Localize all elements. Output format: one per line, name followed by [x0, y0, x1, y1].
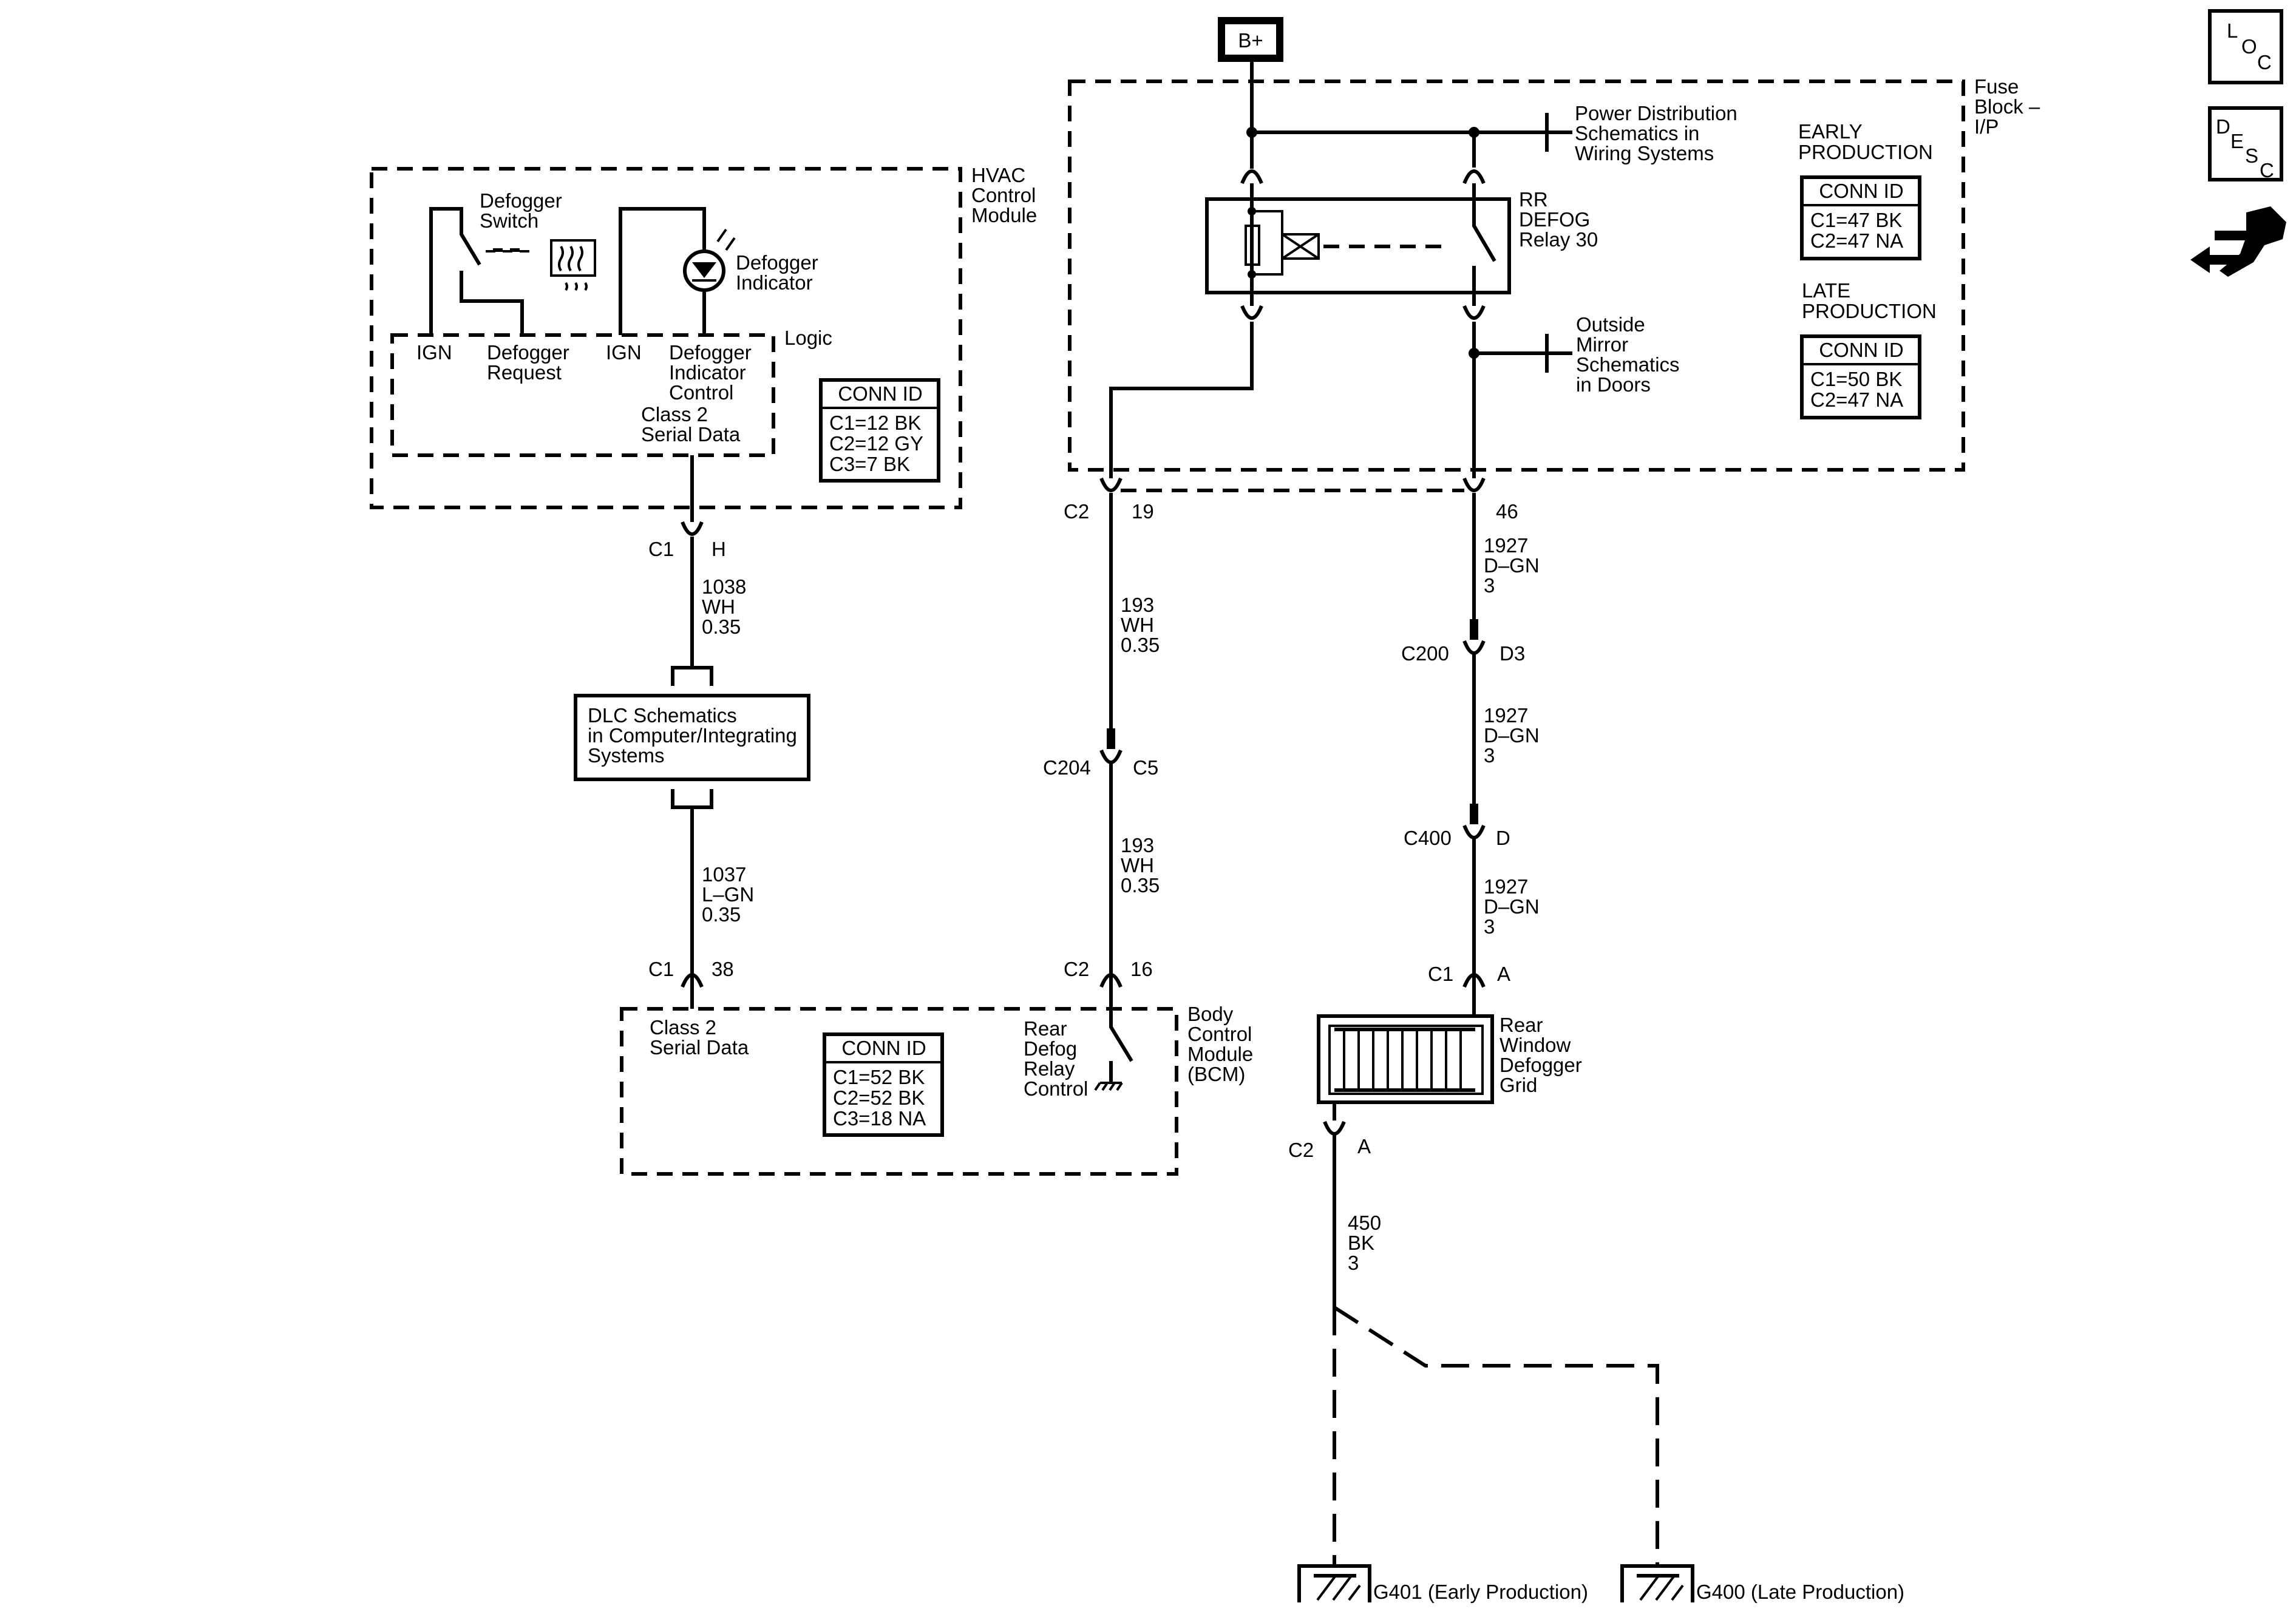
- ground-g400-label: G400 (Late Production): [1696, 1581, 1904, 1603]
- hvac-ign-pin-2: IGN: [606, 341, 642, 364]
- hvac-logic-boundary: [390, 333, 775, 457]
- svg-text:C1=12 BK: C1=12 BK: [829, 412, 921, 434]
- wire-193a-label: 193 WH 0.35: [1121, 594, 1160, 656]
- c200-connector: C200 D3: [1401, 642, 1525, 665]
- wire-193b-label: 193 WH 0.35: [1121, 834, 1160, 897]
- hvac-module-label: HVAC Control Module: [971, 164, 1042, 226]
- power-distribution-ref[interactable]: Power Distribution Schematics in Wiring …: [1575, 102, 1743, 164]
- svg-text:CONN ID: CONN ID: [841, 1037, 926, 1059]
- svg-text:CONN ID: CONN ID: [838, 382, 922, 405]
- hvac-indicator-control-pin: Defogger Indicator Control: [669, 341, 757, 404]
- late-conn-id-table: CONN ID C1=50 BK C2=47 NA: [1800, 334, 1921, 419]
- svg-text:C3=18 NA: C3=18 NA: [833, 1107, 926, 1130]
- hvac-conn-id-table: CONN ID C1=12 BK C2=12 GY C3=7 BK: [819, 378, 940, 483]
- svg-text:CONN ID: CONN ID: [1819, 180, 1903, 202]
- outside-mirror-ref[interactable]: Outside Mirror Schematics in Doors: [1576, 313, 1685, 396]
- wire-1037-label: 1037 L–GN 0.35: [702, 863, 759, 926]
- hvac-request-pin: Defogger Request: [487, 341, 575, 384]
- rear-defrost-icon: [550, 239, 596, 291]
- ground-g401-label: G401 (Early Production): [1373, 1581, 1588, 1603]
- hvac-ign-pin-1: IGN: [416, 341, 452, 364]
- late-production-title: LATE PRODUCTION: [1802, 279, 1937, 322]
- defogger-switch-label: Defogger Switch: [480, 189, 568, 232]
- svg-text:C1=52 BK: C1=52 BK: [833, 1066, 925, 1088]
- svg-text:C2=52 BK: C2=52 BK: [833, 1086, 925, 1109]
- hvac-module-boundary: [370, 167, 962, 509]
- defogger-indicator-label: Defogger Indicator: [736, 251, 824, 294]
- bcm-boundary: [620, 1007, 1178, 1176]
- fuse-block-boundary: [1068, 80, 1965, 472]
- wire-450-label: 450 BK 3: [1348, 1212, 1387, 1274]
- early-conn-id-table: CONN ID C1=47 BK C2=47 NA: [1800, 175, 1921, 260]
- logic-label: Logic: [784, 327, 832, 349]
- wire-1927b-label: 1927 D–GN 3: [1484, 704, 1545, 767]
- desc-letter-d: D: [2216, 115, 2230, 138]
- rr-defog-relay: [1205, 197, 1511, 294]
- loc-nav-button[interactable]: L O C: [2208, 9, 2283, 84]
- wire-1927c-label: 1927 D–GN 3: [1484, 875, 1545, 938]
- desc-nav-button[interactable]: D E S C: [2208, 106, 2283, 181]
- grid-c2-connector: C2 A: [1288, 1135, 1371, 1161]
- dlc-reference-label: DLC Schematics in Computer/Integrating S…: [588, 704, 803, 767]
- wire-1927a-label: 1927 D–GN 3: [1484, 534, 1545, 597]
- loc-letter-o: O: [2241, 35, 2257, 58]
- ground-g400-icon: [1620, 1564, 1694, 1602]
- defogger-switch[interactable]: [429, 207, 534, 335]
- bcm-conn-id-table: CONN ID C1=52 BK C2=52 BK C3=18 NA: [823, 1032, 944, 1137]
- grid-c1-connector: C1 A: [1428, 963, 1510, 985]
- svg-text:C2=47 NA: C2=47 NA: [1810, 229, 1903, 252]
- bcm-label: Body Control Module (BCM): [1187, 1003, 1258, 1085]
- fuse-block-label: Fuse Block – I/P: [1974, 75, 2045, 138]
- hvac-c1-connector: C1 H: [648, 538, 726, 560]
- early-production-title: EARLY PRODUCTION: [1798, 120, 1933, 163]
- bcm-serial-label: Class 2 Serial Data: [650, 1016, 749, 1059]
- desc-letter-s: S: [2245, 144, 2258, 167]
- dlc-reference-box[interactable]: [574, 694, 810, 781]
- b-plus-label: B+: [1238, 29, 1263, 52]
- grid-label: Rear Window Defogger Grid: [1500, 1014, 1588, 1096]
- loc-letter-c: C: [2257, 51, 2272, 73]
- bcm-c1-connector: C1 38: [648, 958, 734, 980]
- desc-letter-e: E: [2230, 130, 2244, 152]
- fb-c2-connector: C2 19: [1064, 500, 1154, 523]
- wire-1038-label: 1038 WH 0.35: [702, 575, 752, 638]
- svg-text:C1=50 BK: C1=50 BK: [1810, 368, 1902, 390]
- wrench-arrows-icon[interactable]: [2190, 206, 2286, 277]
- b-plus-source: B+: [1218, 17, 1283, 62]
- loc-letter-l: L: [2227, 19, 2238, 42]
- desc-letter-c: C: [2260, 159, 2274, 181]
- svg-text:C1=47 BK: C1=47 BK: [1810, 209, 1902, 231]
- hvac-serial-pin: Class 2 Serial Data: [641, 403, 741, 446]
- defogger-indicator-led: [619, 207, 736, 335]
- bcm-low-side-driver: [1094, 995, 1133, 1091]
- bcm-relay-control-label: Rear Defog Relay Control: [1024, 1017, 1088, 1100]
- svg-text:CONN ID: CONN ID: [1819, 339, 1903, 361]
- relay-label: RR DEFOG Relay 30: [1519, 188, 1598, 251]
- c400-connector: C400 D: [1404, 827, 1510, 849]
- svg-text:C2=47 NA: C2=47 NA: [1810, 388, 1903, 411]
- c204-connector: C204 C5: [1043, 756, 1158, 779]
- relay-switch-contact: [1472, 203, 1496, 306]
- bcm-c2-connector: C2 16: [1064, 958, 1153, 980]
- svg-text:C3=7 BK: C3=7 BK: [829, 453, 910, 475]
- relay-coil: [1245, 207, 1447, 279]
- svg-text:C2=12 GY: C2=12 GY: [829, 432, 923, 455]
- rear-window-defogger-grid: [1317, 1014, 1494, 1104]
- ground-g401-icon: [1297, 1564, 1371, 1602]
- fb-46-pin: 46: [1496, 500, 1518, 523]
